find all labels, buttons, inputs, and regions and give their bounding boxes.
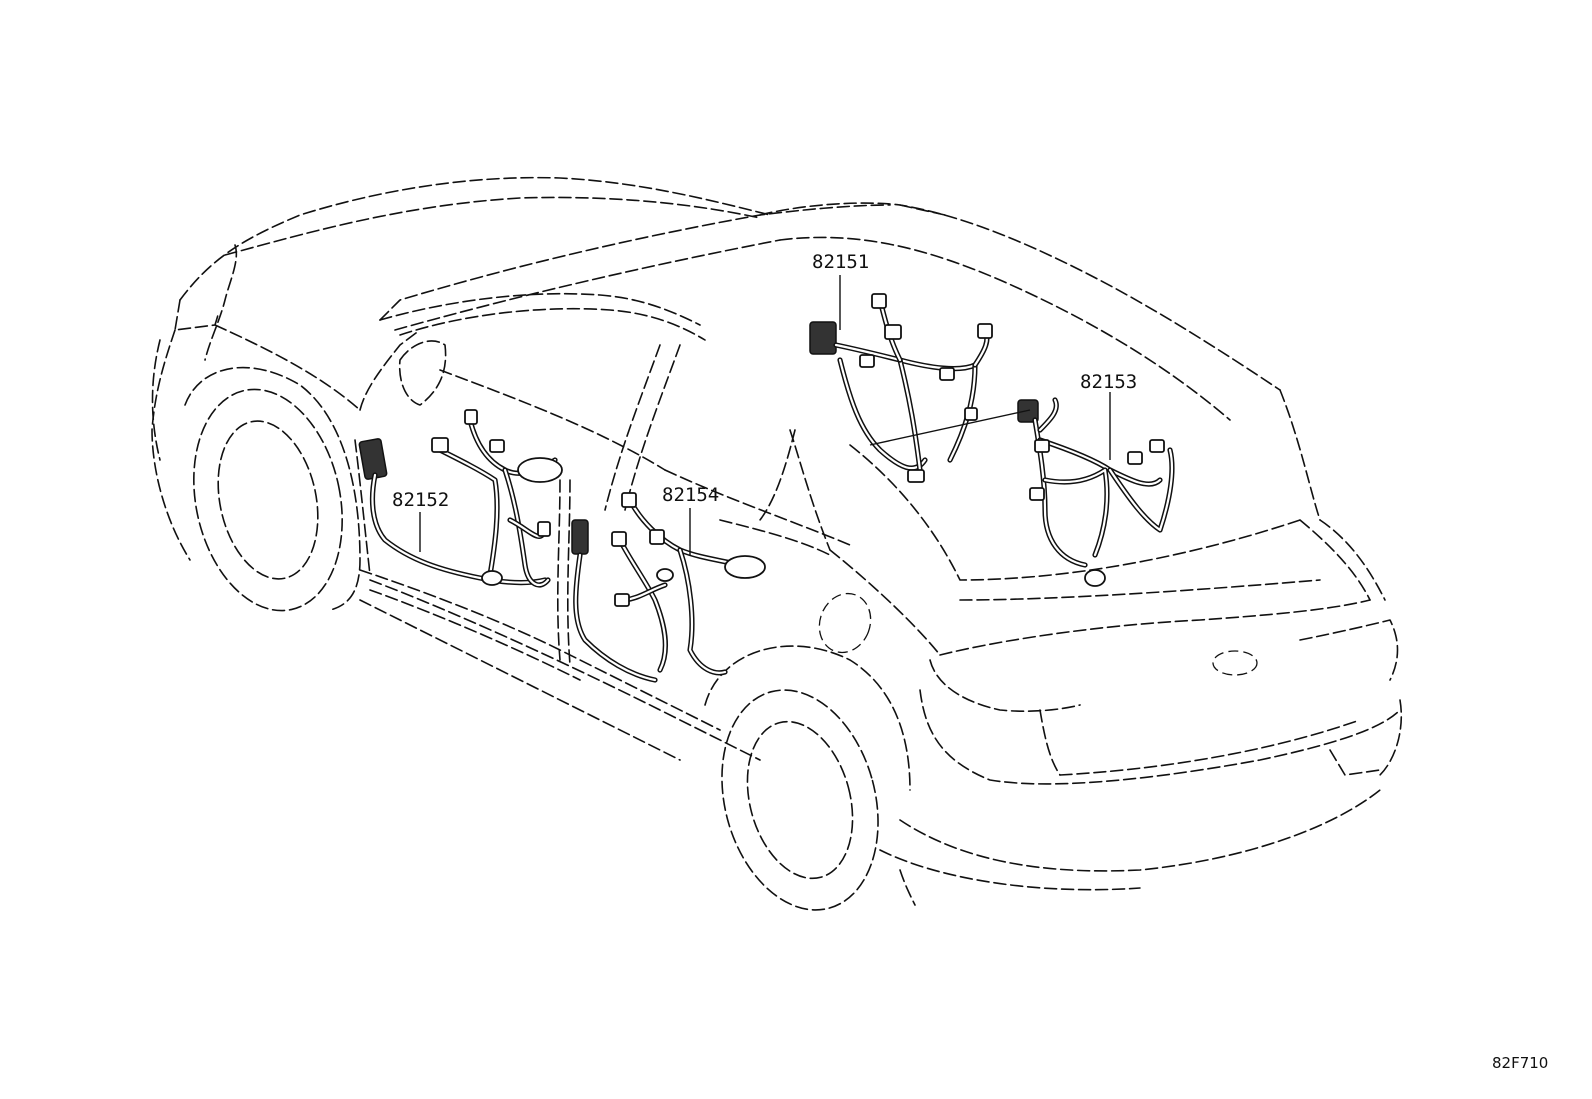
leader-lines [419,275,1111,555]
figure-code: 82F710 [1492,1054,1548,1072]
harness-82153 [1017,397,1175,587]
callout-82152: 82152 [392,489,449,511]
harness-82151 [809,293,993,483]
callout-82153: 82153 [1080,371,1137,393]
callout-82151: 82151 [812,251,869,273]
callout-82154: 82154 [662,484,719,506]
harness-82154 [571,492,766,683]
car-body-outline [151,176,1403,911]
harness-82152 [358,409,563,588]
